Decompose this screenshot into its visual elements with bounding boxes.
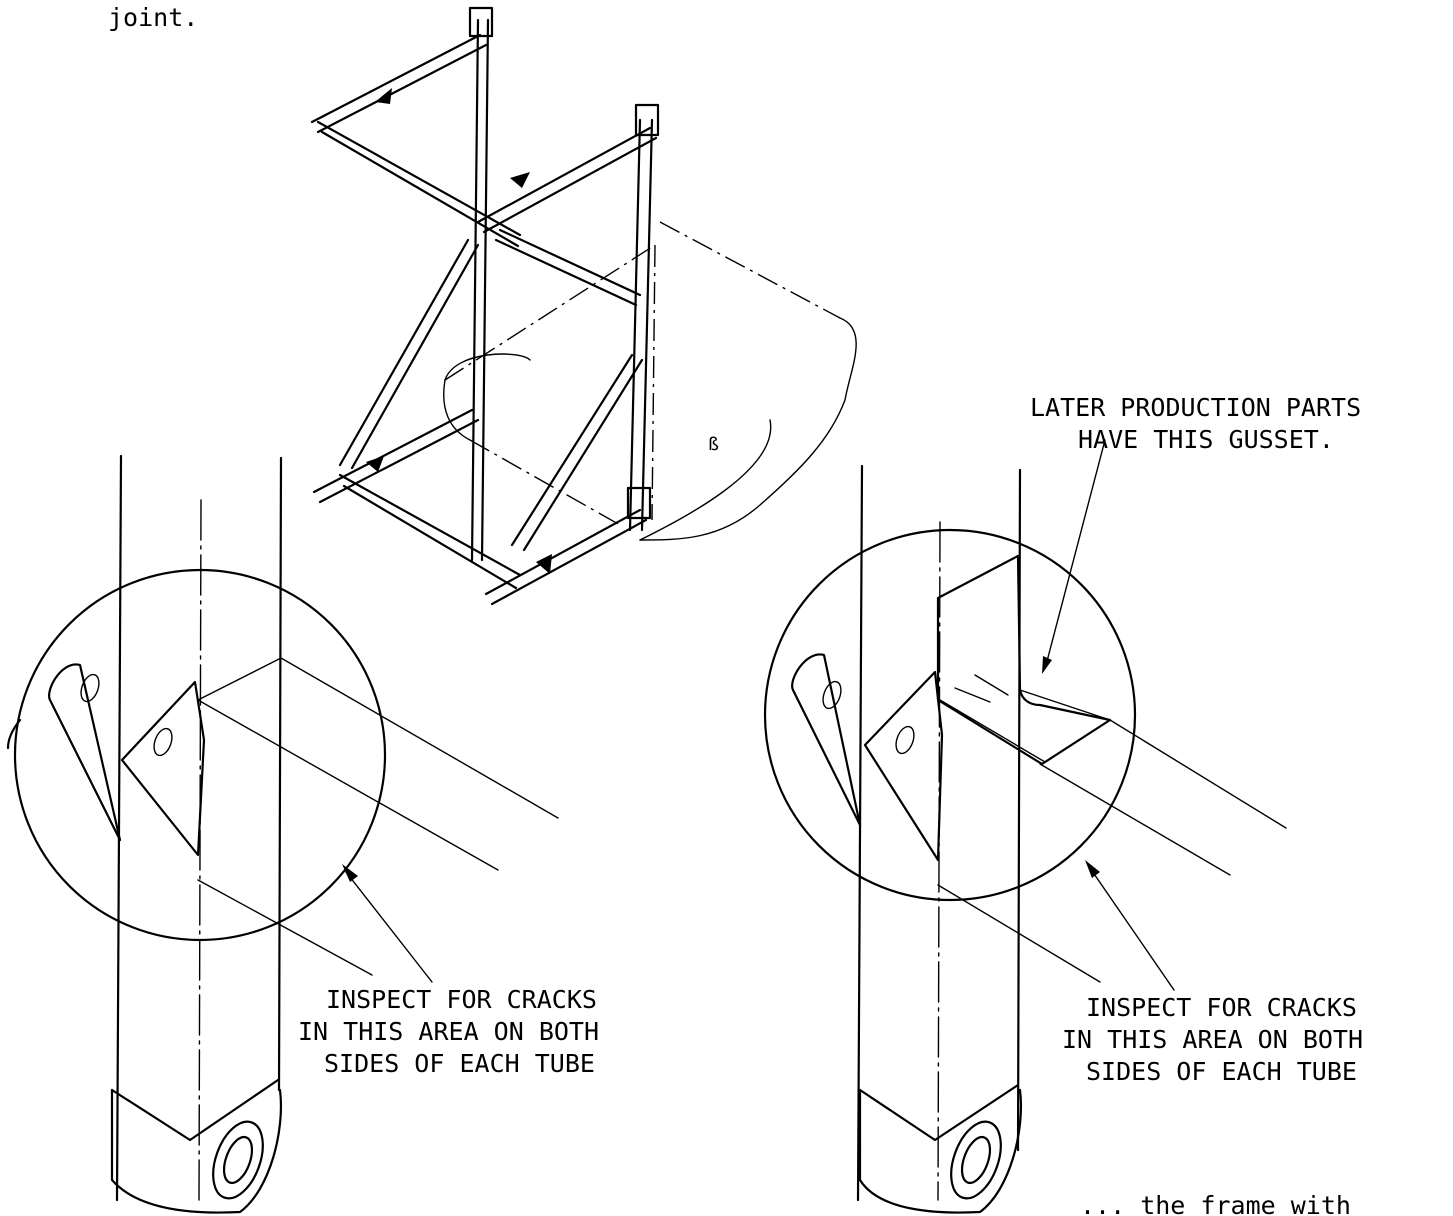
left-detail-view (6, 454, 559, 1214)
right-inspect-line-3: SIDES OF EACH TUBE (1086, 1057, 1357, 1086)
gusset-line-1: LATER PRODUCTION PARTS (1030, 393, 1361, 422)
left-inspect-line-1: INSPECT FOR CRACKS (326, 985, 597, 1014)
left-inspect-callout: INSPECT FOR CRACKS IN THIS AREA ON BOTH … (298, 985, 599, 1078)
left-inspect-line-3: SIDES OF EACH TUBE (324, 1049, 595, 1078)
right-inspect-line-2: IN THIS AREA ON BOTH (1062, 1025, 1363, 1054)
top-fragment-text: joint. (108, 3, 198, 32)
gusset-line-2: HAVE THIS GUSSET. (1078, 425, 1334, 454)
right-inspect-callout: INSPECT FOR CRACKS IN THIS AREA ON BOTH … (1062, 993, 1363, 1086)
left-inspect-line-2: IN THIS AREA ON BOTH (298, 1017, 599, 1046)
gusset-callout: LATER PRODUCTION PARTS HAVE THIS GUSSET. (1030, 393, 1361, 454)
seat-frame-illustration: ß (310, 6, 857, 606)
center-symbol: ß (708, 434, 719, 455)
right-inspect-line-1: INSPECT FOR CRACKS (1086, 993, 1357, 1022)
right-detail-view (763, 439, 1287, 1214)
bottom-fragment-text: ... the frame with (1080, 1191, 1351, 1216)
